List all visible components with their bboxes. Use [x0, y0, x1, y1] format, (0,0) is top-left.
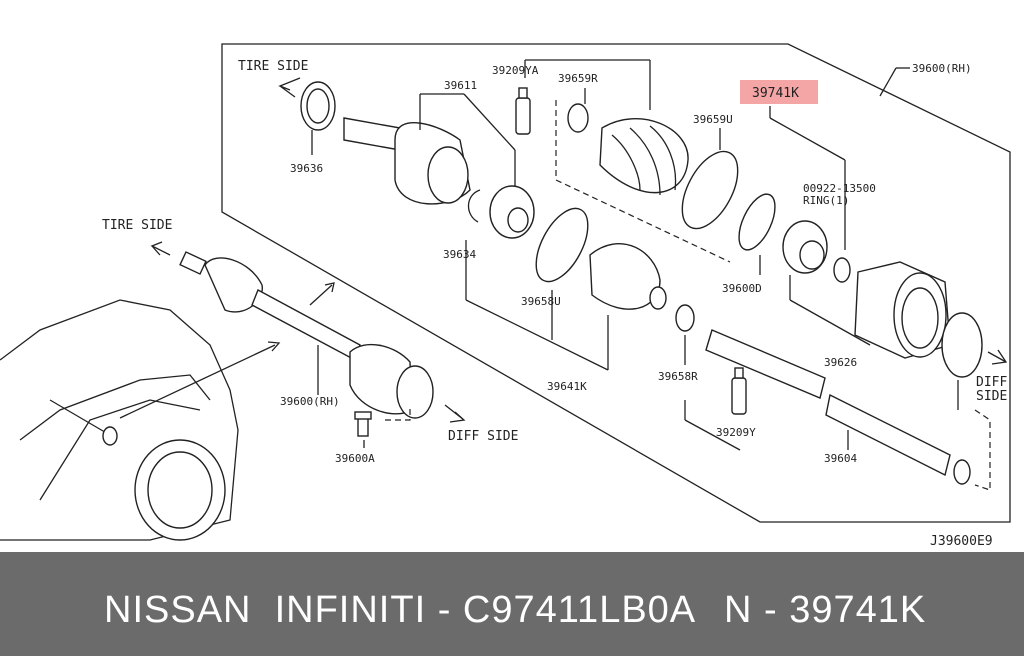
highlight-box	[740, 80, 818, 104]
arrow-tire-side-left	[150, 241, 171, 256]
label-39741k: 39741K	[752, 86, 799, 101]
part-dust-cover	[941, 312, 983, 378]
part-assembly-outer-boot	[204, 257, 263, 313]
part-assembly-shaft	[251, 289, 361, 362]
label-39626: 39626	[824, 356, 857, 369]
part-39209y-grease	[731, 377, 747, 415]
part-39600d-oring	[738, 193, 776, 251]
label-39634: 39634	[443, 248, 476, 261]
label-39600a: 39600A	[335, 452, 375, 465]
label-39600-rh-top: 39600(RH)	[912, 62, 972, 75]
footer-brand-number: NISSAN INFINITI - C97411LB0A	[104, 589, 697, 631]
arrow-diff-side-right	[987, 349, 1008, 365]
label-39209ya: 39209YA	[492, 64, 539, 77]
label-39658u: 39658U	[521, 295, 561, 308]
part-outer-boot	[599, 118, 689, 194]
part-39658u-band	[535, 207, 589, 283]
label-39209y: 39209Y	[716, 426, 756, 439]
label-tire-side-left: TIRE SIDE	[102, 218, 172, 233]
exploded-parts-diagram: 39600(RH) 39741K TIRE SIDE 39636 39611 3…	[0, 43, 1011, 549]
part-39659r-band	[567, 103, 589, 133]
label-00922-13500: 00922-13500	[803, 182, 876, 195]
part-snap-ring	[833, 257, 851, 283]
part-39634-snap-ring	[467, 189, 481, 223]
label-diff-side-right-2: SIDE	[976, 389, 1007, 404]
part-outer-joint-shaft	[343, 117, 401, 151]
label-39611: 39611	[444, 79, 477, 92]
label-ring: RING(1)	[803, 194, 849, 207]
label-diff-side-bottom: DIFF SIDE	[448, 429, 518, 444]
part-number-footer: NISSAN INFINITI - C97411LB0A N - 39741K	[0, 552, 1024, 656]
part-39658r-band	[675, 304, 695, 332]
part-shaft	[705, 329, 826, 399]
part-inner-boot	[589, 243, 661, 310]
part-39209ya-grease	[515, 97, 531, 135]
location-arrow	[119, 344, 276, 419]
label-tire-side-top: TIRE SIDE	[238, 59, 308, 74]
footer-part-code: N - 39741K	[724, 589, 927, 631]
label-39600-rh-mid: 39600(RH)	[280, 395, 340, 408]
part-39659u-band	[681, 150, 739, 230]
label-39604: 39604	[824, 452, 857, 465]
label-39636: 39636	[290, 162, 323, 175]
label-39641k: 39641K	[547, 380, 587, 393]
part-39600a-bolt	[357, 417, 369, 437]
arrow-diff-side-bottom	[444, 404, 466, 423]
label-39600d: 39600D	[722, 282, 762, 295]
label-39658r: 39658R	[658, 370, 698, 383]
label-diff-side-right-1: DIFF	[976, 375, 1007, 390]
label-39659u: 39659U	[693, 113, 733, 126]
arrow-tire-side-top	[278, 77, 301, 98]
parts-frame	[221, 43, 1011, 523]
part-39604-shaft	[825, 393, 951, 477]
diagram-code: J39600E9	[930, 534, 993, 549]
label-39659r: 39659R	[558, 72, 598, 85]
